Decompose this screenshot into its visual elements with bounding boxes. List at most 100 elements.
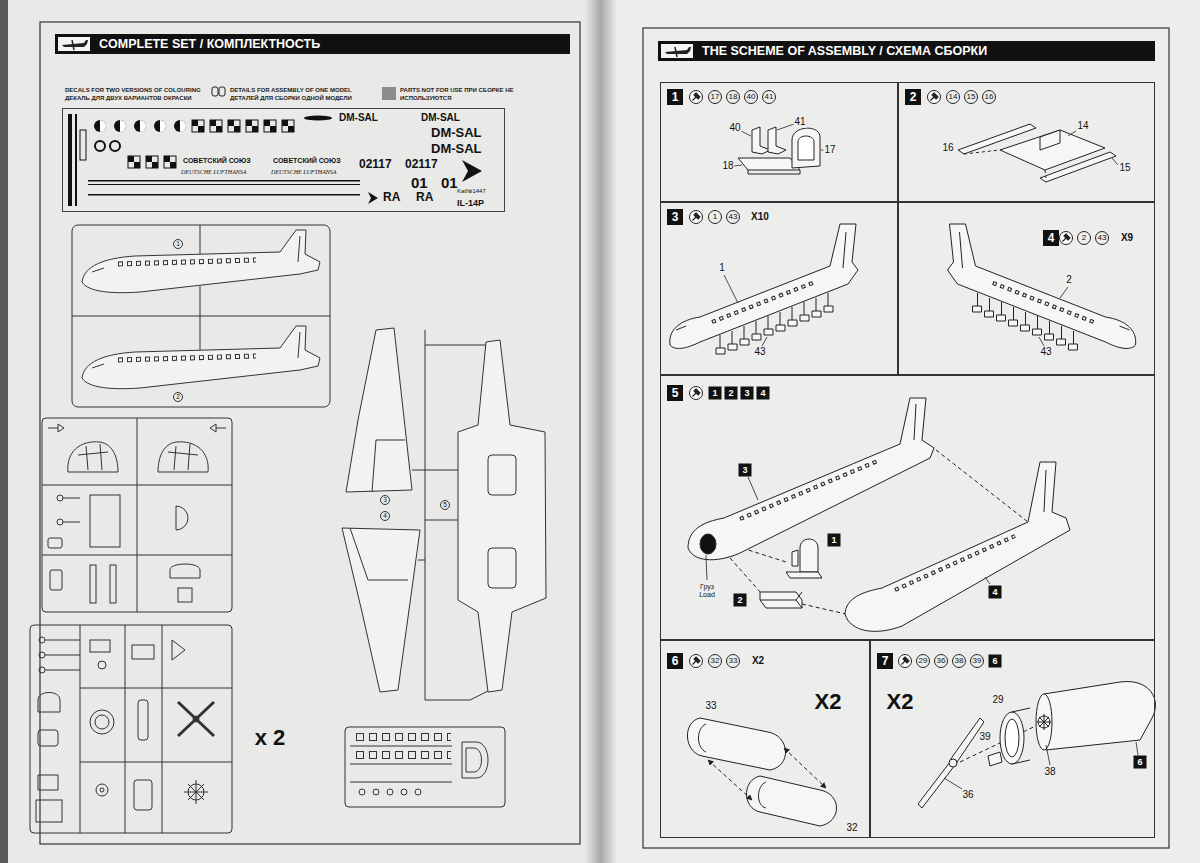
decal-text: 01 xyxy=(441,175,458,190)
parts-sprue xyxy=(39,652,45,658)
decal-slot: DM-SAL xyxy=(421,113,460,123)
callout-number: 2 xyxy=(1065,274,1073,286)
step-reference: 4 xyxy=(989,586,1002,599)
label-slot: 14 xyxy=(1076,120,1089,132)
decal-artwork xyxy=(192,120,198,126)
parts-sprue xyxy=(95,715,109,729)
parts-sprue xyxy=(68,442,118,472)
parts-sprue xyxy=(90,565,96,603)
parts-sprue xyxy=(125,625,126,833)
callout-number: 18 xyxy=(726,90,740,104)
label-slot: 43 xyxy=(726,210,740,224)
parts-sprue xyxy=(78,444,108,470)
glue-icon xyxy=(690,387,703,400)
parts-count-icon xyxy=(212,87,218,96)
engine-parts xyxy=(988,752,1002,766)
step-panel: 4 xyxy=(898,202,1155,375)
label-slot: 33 xyxy=(704,700,717,712)
engine-parts xyxy=(1044,682,1155,750)
leader-line xyxy=(1068,131,1076,136)
decal-artwork xyxy=(68,114,72,206)
label-slot: 15 xyxy=(1118,162,1131,174)
brand-logo xyxy=(658,41,696,61)
legend-entry: DECALS FOR TWO VERSIONS OF COLOURING ДЕК… xyxy=(65,86,210,102)
decal-artwork xyxy=(88,184,360,185)
label-slot: 16 xyxy=(982,90,996,104)
fuselage-assembly xyxy=(688,398,1070,631)
decal-slot: СОВЕТСКИЙ СОЮЗ xyxy=(183,157,251,164)
fuselage-sprue xyxy=(72,316,330,317)
decal-slot: 02117 xyxy=(405,158,438,170)
parts-sprue xyxy=(63,498,80,499)
label-slot: 36 xyxy=(934,654,948,668)
floor-parts xyxy=(958,124,1116,182)
step-number: 2 xyxy=(905,89,921,105)
callout-number: 16 xyxy=(941,142,954,154)
label-slot: 40 xyxy=(728,122,741,134)
label-slot: 2 xyxy=(173,392,183,402)
step-reference: 4 xyxy=(757,387,770,400)
engine-parts xyxy=(918,682,1155,808)
decal-artwork xyxy=(88,194,360,196)
decal-artwork xyxy=(128,156,140,168)
parts-sprue xyxy=(57,495,63,501)
decal-text: IL-14P xyxy=(457,199,484,208)
decal-artwork xyxy=(216,126,222,132)
brand-logo xyxy=(658,41,696,61)
step-reference: 2 xyxy=(734,594,747,607)
parts-sprue xyxy=(96,784,108,796)
decal-artwork xyxy=(80,130,86,160)
label-slot: 6 xyxy=(989,655,1002,668)
decal-slot: DM-SAL xyxy=(431,142,482,155)
label-slot: 43 xyxy=(753,346,766,358)
nacelle-parts xyxy=(687,718,836,826)
label-slot: X2 xyxy=(815,690,842,714)
fuselage-assembly xyxy=(688,398,934,560)
decal-artwork xyxy=(304,116,332,121)
fuselage-assembly xyxy=(740,460,880,519)
decal-slot: СОВЕТСКИЙ СОЮЗ xyxy=(273,157,341,164)
decal-artwork xyxy=(146,156,152,162)
fuselage-assembly xyxy=(895,536,1015,590)
label-slot: 41 xyxy=(762,90,776,104)
engine-parts xyxy=(1005,719,1019,757)
nacelle-parts xyxy=(784,748,826,788)
decal-artwork xyxy=(100,120,106,132)
parts-sprue xyxy=(356,751,451,759)
label-slot: 1 xyxy=(718,262,726,274)
step-reference: 3 xyxy=(741,387,754,400)
decal-artwork xyxy=(282,120,288,126)
callout-number: 32 xyxy=(845,822,858,834)
parts-sprue xyxy=(45,655,80,656)
decal-slot: DEUTSCHE LUFTHANSA xyxy=(271,169,337,175)
nacelle-parts xyxy=(687,718,785,770)
callout-number: 41 xyxy=(762,90,776,104)
label-slot: 3 xyxy=(380,495,390,505)
parts-sprue xyxy=(134,780,152,810)
fuselage-sprue xyxy=(200,286,201,316)
parts-sprue xyxy=(42,555,232,556)
label-slot: 16 xyxy=(941,142,954,154)
callout-number: 32 xyxy=(708,654,722,668)
callout-number: 29 xyxy=(916,654,930,668)
callout-number: 41 xyxy=(793,116,806,128)
step-panel: 3 xyxy=(660,202,898,375)
paper xyxy=(8,0,604,863)
seat-parts xyxy=(768,127,786,154)
parts-sprue xyxy=(193,716,199,722)
fuselage-sprue xyxy=(118,260,256,264)
fuselage-sprue xyxy=(200,225,201,255)
paper xyxy=(585,0,617,863)
parts-sprue xyxy=(462,742,488,778)
decal-artwork xyxy=(210,120,216,126)
decal-artwork xyxy=(252,126,258,132)
floor-parts xyxy=(1040,130,1060,150)
brand-logo xyxy=(55,34,93,54)
decal-slot: 01 xyxy=(441,175,458,190)
parts-sprue xyxy=(48,424,64,432)
fuselage-assembly xyxy=(760,592,802,608)
decal-artwork xyxy=(180,120,186,132)
